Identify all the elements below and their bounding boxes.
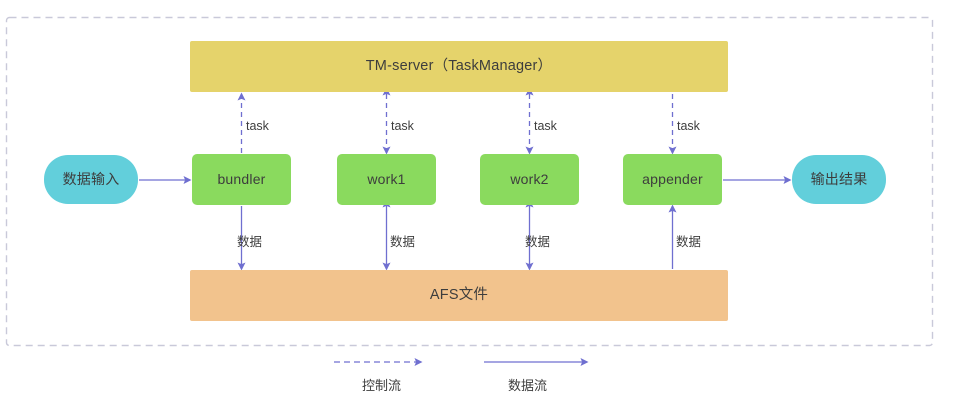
tm-server-bar: TM-server（TaskManager） xyxy=(190,41,728,92)
control-edge-label-appender: task xyxy=(677,119,700,133)
data-edge-label-work2-afs: 数据 xyxy=(525,235,551,249)
terminal-output-result: 输出结果 xyxy=(792,155,886,204)
legend-label-control-flow: 控制流 xyxy=(362,378,402,393)
data-edge-label-work1-afs: 数据 xyxy=(390,235,416,249)
data-edge-label-bundler-afs: 数据 xyxy=(237,235,263,249)
control-edge-label-work1: task xyxy=(391,119,414,133)
process-bundler: bundler xyxy=(192,154,291,205)
diagram-outer-border xyxy=(5,16,934,347)
afs-bar: AFS文件 xyxy=(190,270,728,321)
control-edge-label-work2: task xyxy=(534,119,557,133)
legend-label-data-flow: 数据流 xyxy=(508,378,548,393)
process-work2: work2 xyxy=(480,154,579,205)
process-work1: work1 xyxy=(337,154,436,205)
data-edge-label-afs-appender: 数据 xyxy=(676,235,702,249)
process-appender: appender xyxy=(623,154,722,205)
control-edge-label-bundler: task xyxy=(246,119,269,133)
terminal-data-input: 数据输入 xyxy=(44,155,138,204)
